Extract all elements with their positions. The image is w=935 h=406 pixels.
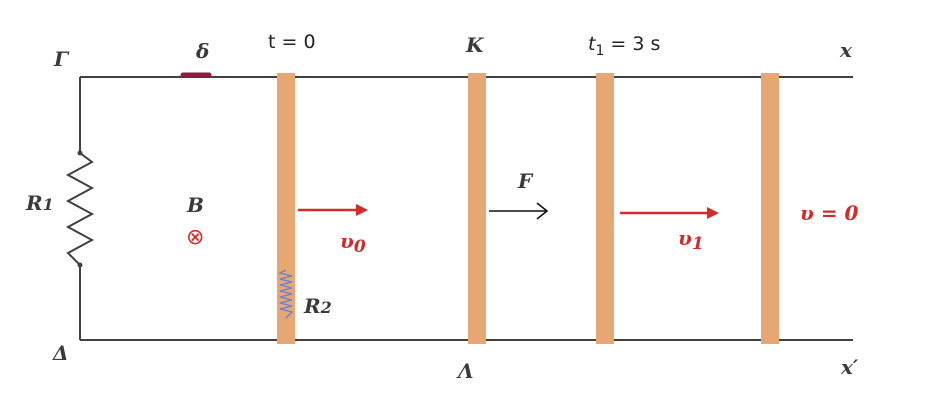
label-t1-value: = 3 s — [604, 33, 660, 55]
label-r2-main: R — [303, 294, 321, 318]
resistor-r2 — [278, 269, 294, 319]
arrow-v1-head — [707, 207, 719, 219]
label-t1-main: t — [588, 33, 597, 55]
label-r1-sub: 1 — [43, 195, 54, 214]
label-v1-main: υ — [678, 226, 692, 250]
resistor-r1 — [65, 152, 95, 266]
label-x-prime: x′ — [840, 355, 859, 379]
label-t0: t = 0 — [268, 31, 316, 53]
rod-t0 — [277, 73, 295, 344]
label-v-zero: υ = 0 — [800, 201, 859, 225]
label-r2-sub: 2 — [320, 298, 332, 317]
label-v1-sub: 1 — [692, 234, 704, 254]
label-b-field: B — [186, 193, 204, 217]
label-delta-corner: Δ — [52, 341, 69, 365]
label-v0: υ0 — [340, 229, 366, 257]
arrow-force-head — [536, 202, 549, 220]
r1-node-bottom — [77, 262, 83, 268]
label-v0-sub: 0 — [354, 237, 366, 257]
label-r1-main: R — [25, 191, 43, 215]
label-r1: R1 — [25, 191, 54, 215]
label-t1: t1 = 3 s — [588, 33, 660, 59]
rod-t1 — [596, 73, 614, 344]
rod-k — [468, 73, 486, 344]
label-force: F — [517, 169, 534, 193]
label-v0-main: υ — [340, 229, 354, 253]
label-switch-delta: δ — [195, 39, 209, 63]
label-gamma: Γ — [53, 47, 70, 71]
b-field-into-page-symbol: ⊗ — [186, 225, 204, 250]
rod-final — [761, 73, 779, 344]
label-r2: R2 — [303, 294, 332, 318]
label-lambda: Λ — [456, 359, 474, 383]
label-t1-sub: 1 — [595, 43, 604, 59]
label-kappa: K — [465, 33, 485, 57]
arrow-v0-head — [356, 204, 368, 216]
r1-node-top — [77, 150, 83, 156]
label-x: x — [839, 38, 853, 62]
label-v1: υ1 — [678, 226, 704, 254]
